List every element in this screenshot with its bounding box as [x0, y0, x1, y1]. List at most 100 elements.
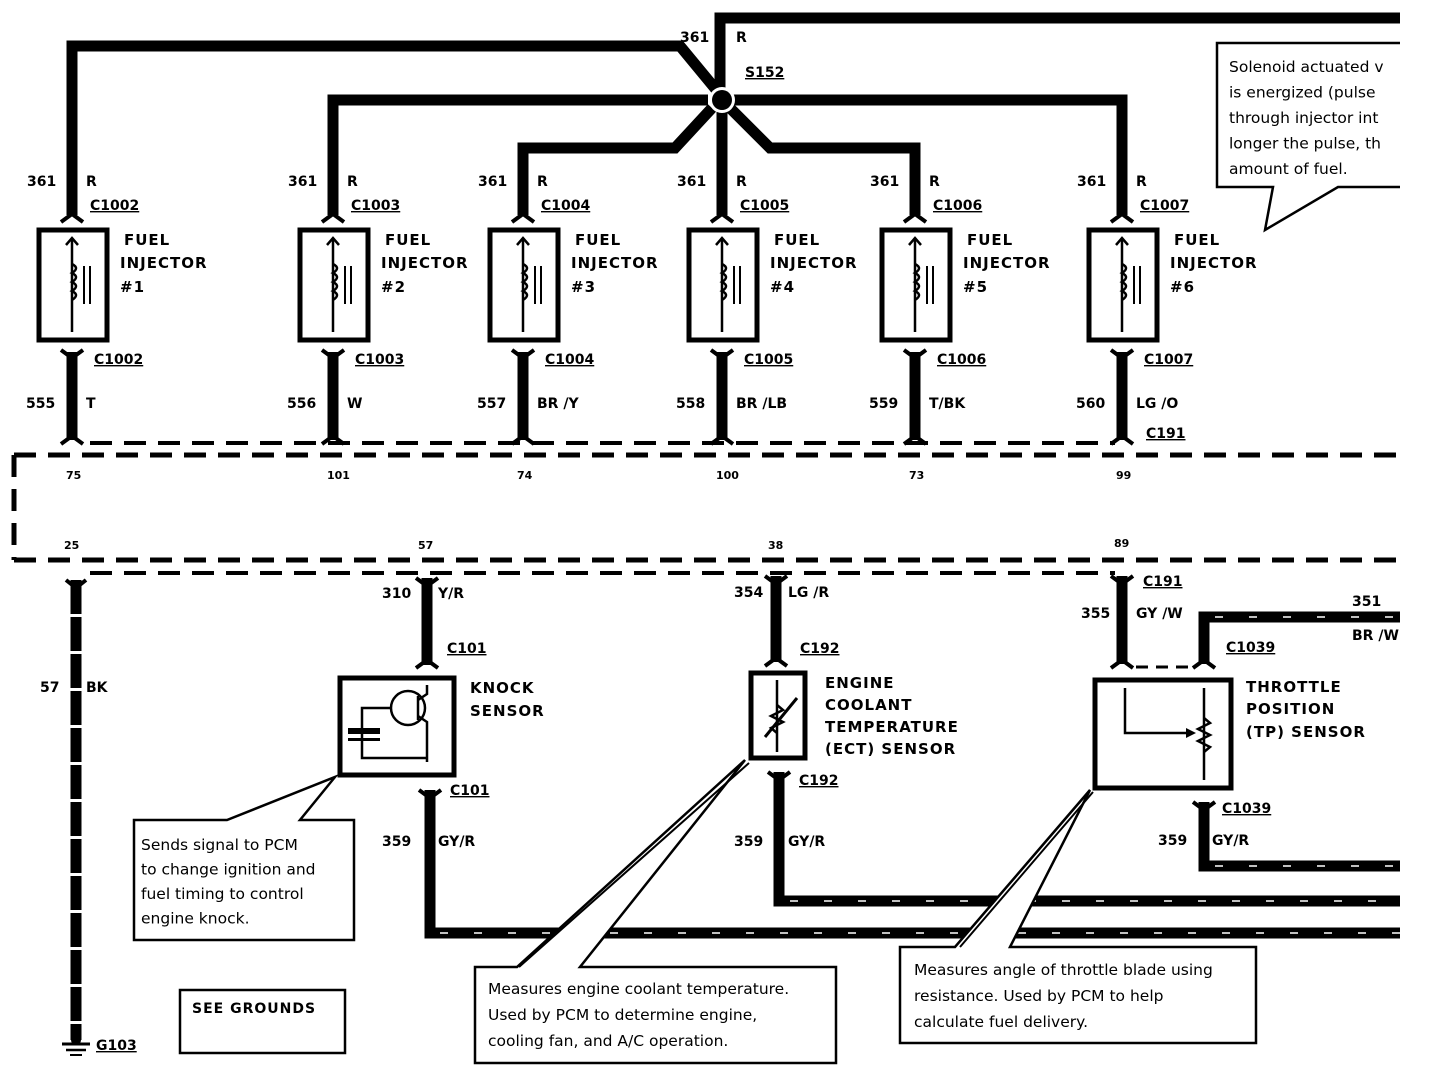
note-line: Measures engine coolant temperature. [488, 980, 789, 998]
feed-color: R [86, 174, 97, 190]
note-line: fuel timing to control [141, 885, 304, 903]
feed-wire-injector-1 [66, 40, 723, 215]
feed-color: R [347, 174, 358, 190]
feed-circuit: 361 [1077, 174, 1106, 190]
note-line: cooling fan, and A/C operation. [488, 1032, 728, 1050]
feed-wire-injector-5 [726, 104, 921, 215]
ground-icon [62, 1035, 90, 1056]
lower-connector-label: C1002 [94, 352, 143, 368]
ect-return-circuit: 359 [734, 834, 763, 850]
tp-pcm-pin: 89 [1114, 537, 1129, 550]
feed-wire-injector-2 [327, 94, 708, 215]
knock-return-circuit: 359 [382, 834, 411, 850]
injector-title-line1: FUEL [774, 231, 820, 249]
knock-sensor-label-1: KNOCK [470, 679, 535, 697]
solenoid-coil-icon [1115, 236, 1141, 332]
tp-ref-color: BR /W [1352, 628, 1399, 644]
tp-return-circuit: 359 [1158, 833, 1187, 849]
feed-color: R [537, 174, 548, 190]
tp-connector-symbol [1109, 657, 1135, 670]
signal-color: W [347, 396, 362, 412]
ect-label-4: (ECT) SENSOR [825, 740, 956, 758]
note-line: is energized (pulse [1229, 84, 1376, 102]
knock-upper-connector: C101 [447, 641, 487, 657]
injector-title-line2: INJECTOR [571, 254, 659, 272]
pcm-pin: 99 [1116, 469, 1131, 482]
injector-title-line2: INJECTOR [120, 254, 208, 272]
lower-connector-symbol [709, 348, 735, 361]
ect-pcm-pin: 38 [768, 539, 783, 552]
ect-note-callout [473, 759, 838, 1065]
tp-return-wire [1198, 802, 1400, 872]
ect-lower-connector: C192 [799, 773, 839, 789]
signal-color: LG /O [1136, 396, 1178, 412]
injector-title-line1: FUEL [967, 231, 1013, 249]
ect-signal-circuit: 354 [734, 585, 763, 601]
injector-title-line2: INJECTOR [1170, 254, 1258, 272]
pcm-connector-outline [11, 441, 1400, 575]
pcm-pin: 101 [327, 469, 350, 482]
feed-color: R [929, 174, 940, 190]
ground-id: G103 [96, 1038, 137, 1054]
injector-title-line2: INJECTOR [381, 254, 469, 272]
upper-connector-symbol [510, 211, 536, 224]
injector-title-line1: FUEL [575, 231, 621, 249]
tp-note-text: Measures angle of throttle blade usingre… [914, 961, 1213, 1031]
knock-pcm-pin: 57 [418, 539, 433, 552]
lower-connector-symbol [510, 348, 536, 361]
thermistor-icon [763, 680, 799, 752]
see-grounds-label[interactable]: SEE GROUNDS [192, 1001, 316, 1017]
injector-number: #3 [571, 278, 596, 296]
ground-circuit-number: 57 [40, 680, 59, 696]
ect-return-color: GY/R [788, 834, 825, 850]
note-line: Solenoid actuated v [1229, 58, 1384, 76]
ect-sensor [748, 574, 1400, 907]
pcm-pin: 74 [517, 469, 533, 482]
ect-upper-connector: C192 [800, 641, 840, 657]
see-grounds-box[interactable] [178, 988, 347, 1055]
note-line: calculate fuel delivery. [914, 1013, 1088, 1031]
pcm-connector-label-upper: C191 [1146, 426, 1186, 442]
solenoid-coil-icon [516, 236, 542, 332]
knock-return-color: GY/R [438, 834, 475, 850]
tp-label-3: (TP) SENSOR [1246, 723, 1366, 741]
upper-connector-symbol [902, 211, 928, 224]
note-line: Sends signal to PCM [141, 836, 298, 854]
note-line: amount of fuel. [1229, 160, 1348, 178]
ect-note-text: Measures engine coolant temperature.Used… [488, 980, 789, 1050]
lower-connector-symbol [1109, 348, 1135, 361]
note-line: engine knock. [141, 910, 250, 928]
injector-note-callout [1215, 41, 1400, 233]
ect-return-wire [773, 772, 1400, 907]
lower-connector-symbol [59, 348, 85, 361]
injector-title-line1: FUEL [385, 231, 431, 249]
ground-pcm-pin: 25 [64, 539, 79, 552]
splice-id: S152 [745, 65, 784, 81]
ect-label-3: TEMPERATURE [825, 718, 959, 736]
potentiometer-icon [1123, 688, 1213, 780]
lower-connector-label: C1006 [937, 352, 986, 368]
ect-label-2: COOLANT [825, 696, 912, 714]
knock-sensor-body [337, 675, 457, 778]
injector-number: #1 [120, 278, 145, 296]
note-line: through injector int [1229, 109, 1378, 127]
tp-reference-wire [1198, 611, 1400, 664]
feed-color: R [1136, 174, 1147, 190]
ground-circuit [62, 578, 90, 1056]
note-line: Measures angle of throttle blade using [914, 961, 1213, 979]
solenoid-coil-icon [908, 236, 934, 332]
signal-color: BR /LB [736, 396, 787, 412]
sensor-return-wire [424, 790, 1400, 939]
feed-wire-injector-3 [517, 104, 717, 215]
tp-lower-connector-symbol [1191, 800, 1217, 813]
injector-number: #5 [963, 278, 988, 296]
solenoid-coil-icon [326, 236, 352, 332]
upper-connector-symbol [709, 211, 735, 224]
upper-connector-symbol [320, 211, 346, 224]
tp-signal-circuit: 355 [1081, 606, 1110, 622]
signal-circuit: 558 [676, 396, 705, 412]
